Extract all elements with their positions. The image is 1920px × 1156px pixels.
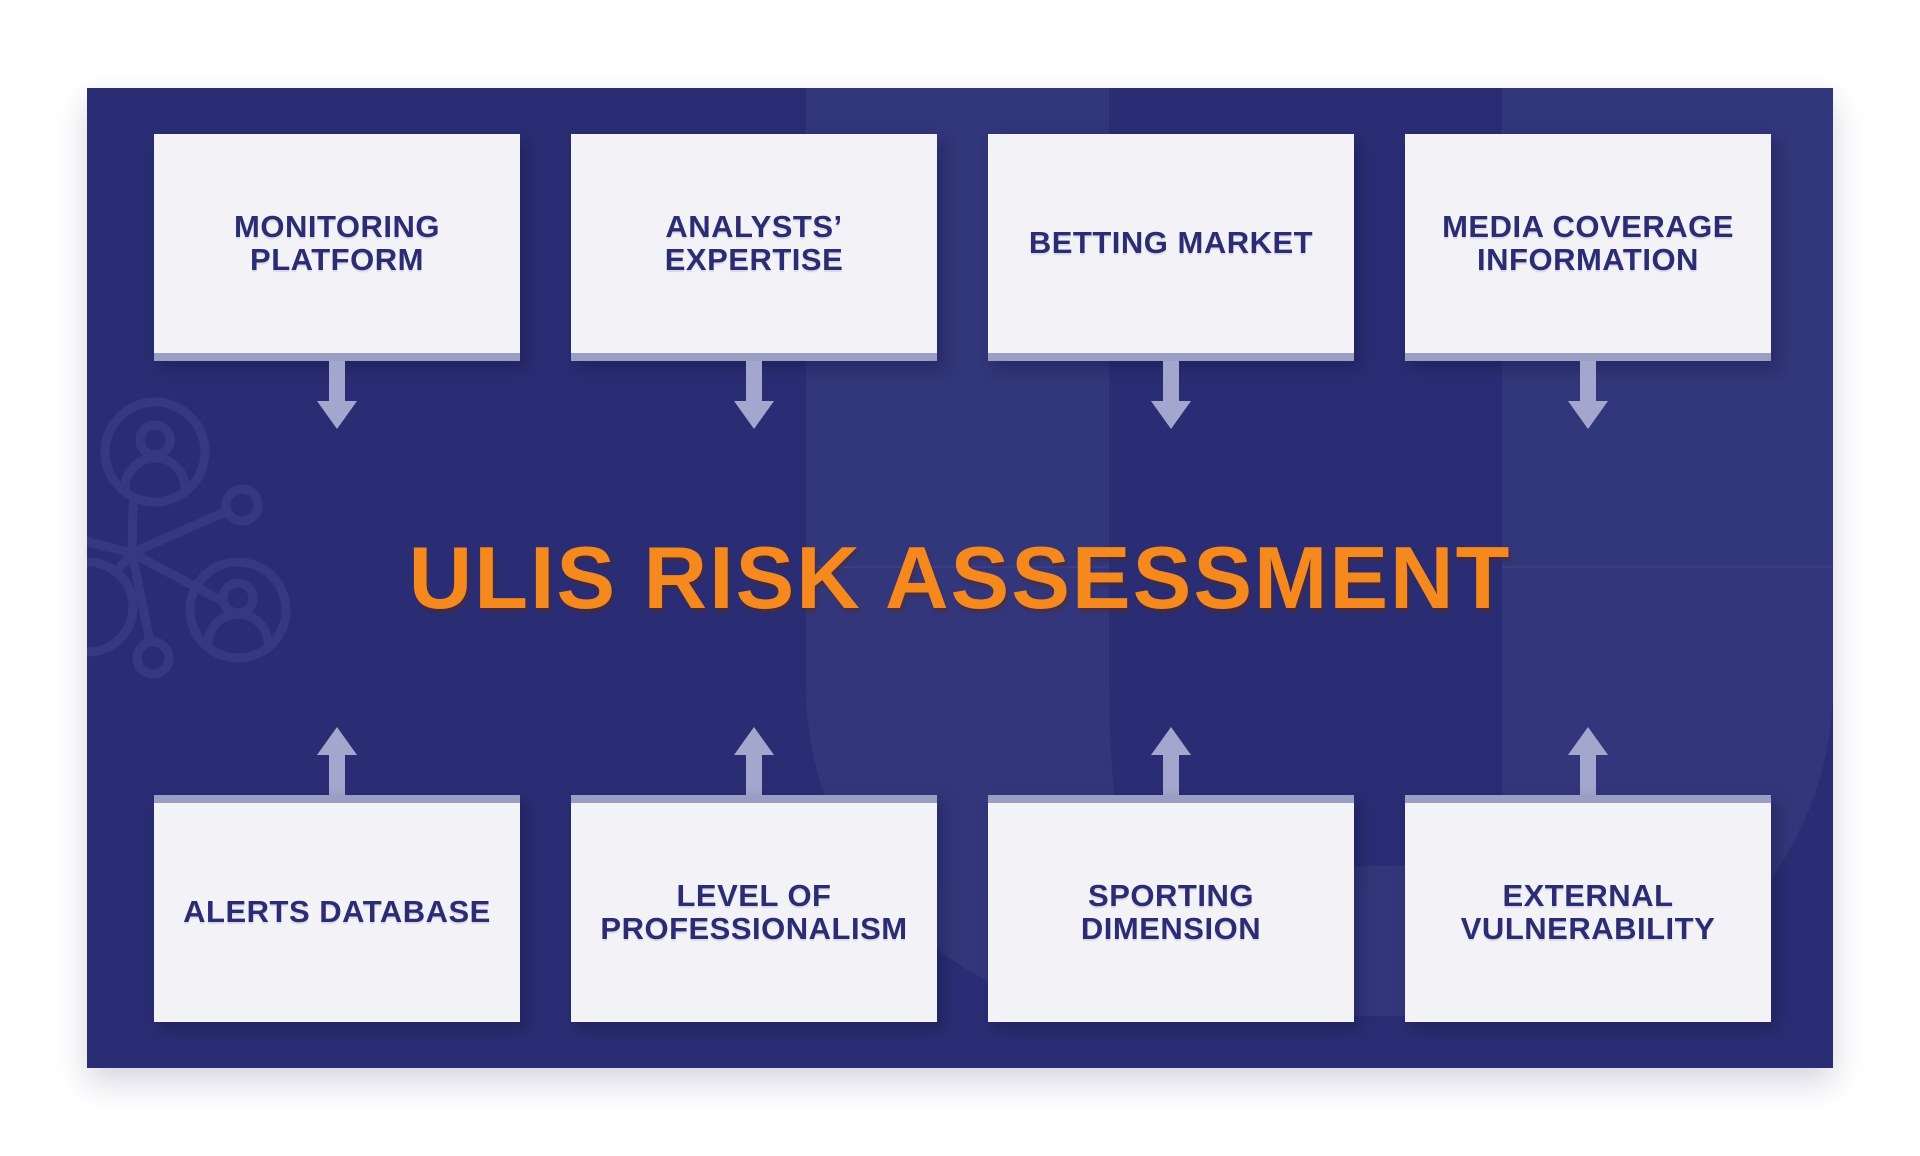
up-arrow-icon — [734, 727, 774, 795]
node-analysts-expertise: ANALYSTS’ EXPERTISE — [571, 134, 937, 429]
down-arrow-icon — [1568, 361, 1608, 429]
card-edge-strip — [1405, 795, 1771, 803]
node-label: ANALYSTS’ EXPERTISE — [664, 208, 844, 277]
node-media-coverage-information: MEDIA COVERAGE INFORMATION — [1405, 134, 1771, 429]
node-card: BETTING MARKET — [988, 134, 1354, 361]
node-label: ALERTS DATABASE — [183, 894, 491, 930]
node-card: ALERTS DATABASE — [154, 795, 520, 1022]
up-arrow-icon — [317, 727, 357, 795]
node-monitoring-platform: MONITORING PLATFORM — [154, 134, 520, 429]
down-arrow-icon — [317, 361, 357, 429]
card-edge-strip — [154, 795, 520, 803]
card-edge-strip — [1405, 353, 1771, 361]
node-card: MEDIA COVERAGE INFORMATION — [1405, 134, 1771, 361]
down-arrow-icon — [734, 361, 774, 429]
node-label: MONITORING PLATFORM — [234, 208, 440, 277]
node-card: LEVEL OF PROFESSIONALISM — [571, 795, 937, 1022]
card-edge-strip — [571, 353, 937, 361]
diagram-panel: ULIS RISK ASSESSMENT MONITORING PLATFORM… — [87, 88, 1833, 1068]
card-edge-strip — [988, 795, 1354, 803]
up-arrow-icon — [1568, 727, 1608, 795]
node-card: EXTERNAL VULNERABILITY — [1405, 795, 1771, 1022]
node-label: LEVEL OF PROFESSIONALISM — [600, 877, 908, 946]
node-sporting-dimension: SPORTING DIMENSION — [988, 727, 1354, 1022]
node-betting-market: BETTING MARKET — [988, 134, 1354, 429]
node-label: MEDIA COVERAGE INFORMATION — [1442, 208, 1734, 277]
node-card: SPORTING DIMENSION — [988, 795, 1354, 1022]
page-title: ULIS RISK ASSESSMENT — [408, 528, 1512, 627]
node-label: SPORTING DIMENSION — [1080, 877, 1262, 946]
card-edge-strip — [988, 353, 1354, 361]
node-card: ANALYSTS’ EXPERTISE — [571, 134, 937, 361]
node-label: BETTING MARKET — [1028, 225, 1314, 261]
node-card: MONITORING PLATFORM — [154, 134, 520, 361]
card-edge-strip — [571, 795, 937, 803]
node-alerts-database: ALERTS DATABASE — [154, 727, 520, 1022]
node-external-vulnerability: EXTERNAL VULNERABILITY — [1405, 727, 1771, 1022]
node-label: EXTERNAL VULNERABILITY — [1460, 877, 1716, 946]
network-people-watermark-icon — [87, 397, 291, 679]
card-edge-strip — [154, 353, 520, 361]
down-arrow-icon — [1151, 361, 1191, 429]
node-level-of-professionalism: LEVEL OF PROFESSIONALISM — [571, 727, 937, 1022]
up-arrow-icon — [1151, 727, 1191, 795]
